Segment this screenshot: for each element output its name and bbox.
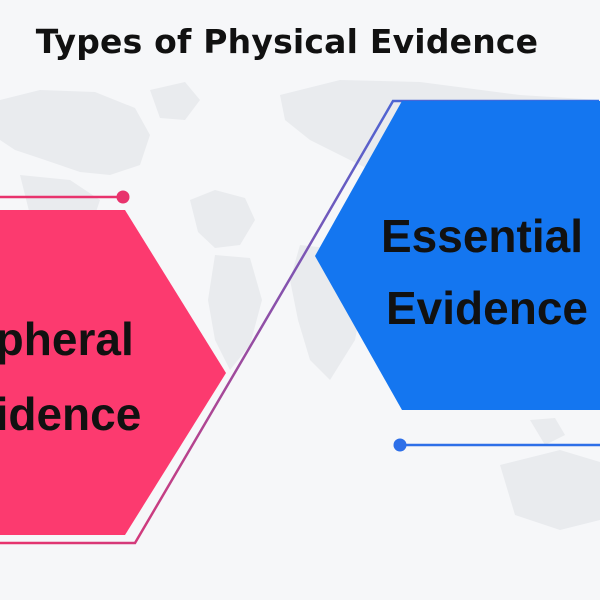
left-outline-dot bbox=[116, 190, 130, 204]
right-hexagon-label-line2: Evidence bbox=[386, 282, 588, 334]
right-hexagon-label-line1: Essential bbox=[381, 210, 583, 262]
right-hexagon bbox=[315, 101, 600, 410]
page-title: Types of Physical Evidence bbox=[35, 22, 539, 61]
left-hexagon-label-line2: vidence bbox=[0, 388, 142, 440]
right-outline-dot bbox=[393, 438, 407, 452]
left-hexagon bbox=[0, 210, 226, 535]
left-hexagon-label-line1: ripheral bbox=[0, 313, 134, 365]
